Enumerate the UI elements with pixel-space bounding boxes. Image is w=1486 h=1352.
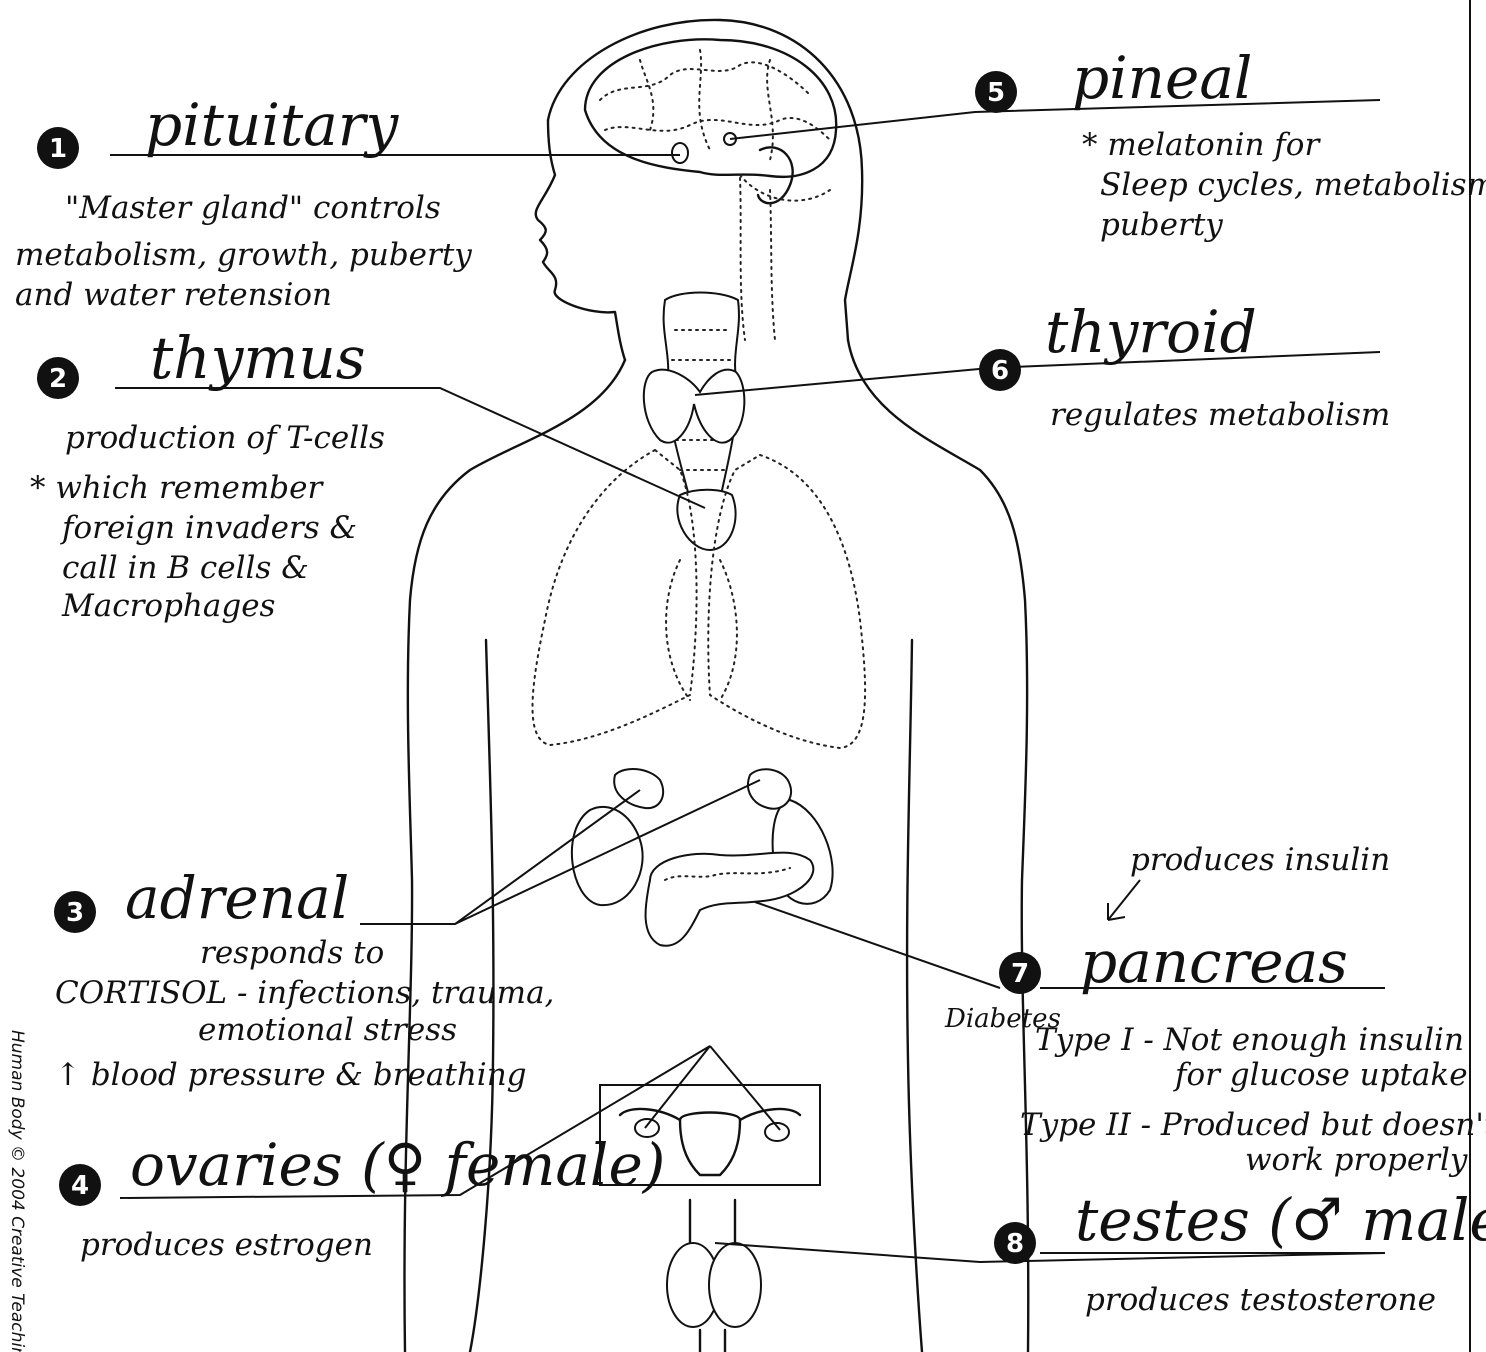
adrenal-note-3: emotional stress	[198, 1012, 457, 1048]
thymus-note-2: * which remember	[30, 470, 324, 506]
pituitary-note-3: and water retension	[15, 277, 332, 313]
thymus-note-4: call in B cells &	[62, 550, 309, 586]
badge-2-number: 2	[49, 364, 67, 394]
badge-5-number: 5	[987, 78, 1005, 108]
pancreas-drawing	[646, 853, 814, 946]
badge-7-number: 7	[1011, 959, 1029, 989]
testes-note-1: produces testosterone	[1085, 1282, 1436, 1318]
badge-3: 3	[54, 891, 96, 933]
pineal-note-1: * melatonin for	[1082, 127, 1321, 163]
badge-1-number: 1	[49, 134, 67, 164]
adrenal-note-2: CORTISOL - infections, trauma,	[55, 975, 554, 1011]
label-adrenal: 3 adrenal responds to CORTISOL - infecti…	[54, 864, 554, 1093]
thymus-title: thymus	[150, 324, 366, 392]
adrenal-note-4: ↑ blood pressure & breathing	[55, 1057, 527, 1093]
thymus-note-1: production of T-cells	[65, 420, 385, 456]
badge-6-number: 6	[991, 356, 1009, 386]
ovaries-note-1: produces estrogen	[80, 1227, 373, 1263]
badge-8-number: 8	[1006, 1229, 1024, 1259]
adrenal-note-1: responds to	[200, 935, 384, 971]
label-thymus: 2 thymus production of T-cells * which r…	[30, 324, 385, 624]
pancreas-title: pancreas	[1080, 928, 1348, 996]
badge-4-number: 4	[71, 1171, 89, 1201]
label-pineal: 5 pineal * melatonin for Sleep cycles, m…	[975, 44, 1486, 243]
copyright-text: Human Body © 2004 Creative Teaching P	[7, 1030, 27, 1352]
thyroid-title: thyroid	[1045, 298, 1257, 366]
badge-7: 7	[999, 952, 1041, 994]
badge-8: 8	[994, 1222, 1036, 1264]
adrenal-title: adrenal	[125, 864, 349, 932]
thyroid-note-1: regulates metabolism	[1050, 397, 1390, 433]
pituitary-note-1: "Master gland" controls	[65, 190, 441, 226]
label-pituitary: 1 pituitary "Master gland" controls meta…	[15, 91, 472, 313]
badge-3-number: 3	[66, 898, 84, 928]
badge-5: 5	[975, 71, 1017, 113]
pineal-note-3: puberty	[1100, 207, 1223, 243]
badge-1: 1	[37, 127, 79, 169]
pancreas-pre-note: produces insulin	[1130, 842, 1390, 878]
pancreas-note-1: Type I - Not enough insulin	[1035, 1022, 1464, 1058]
thymus-note-5: Macrophages	[61, 588, 275, 624]
pineal-title: pineal	[1072, 44, 1253, 112]
pancreas-arrow	[1108, 880, 1140, 920]
badge-6: 6	[979, 349, 1021, 391]
pituitary-note-2: metabolism, growth, puberty	[15, 237, 472, 273]
badge-4: 4	[59, 1164, 101, 1206]
pancreas-note-4: work properly	[1245, 1142, 1468, 1178]
pituitary-title: pituitary	[145, 91, 400, 159]
thymus-note-3: foreign invaders &	[60, 510, 357, 546]
label-pancreas: produces insulin 7 pancreas Diabetes Typ…	[944, 842, 1486, 1178]
pancreas-note-3: Type II - Produced but doesn't	[1020, 1107, 1486, 1143]
pineal-note-2: Sleep cycles, metabolism	[1100, 167, 1486, 203]
ovaries-title: ovaries (♀ female)	[130, 1131, 665, 1199]
pituitary-gland-drawing	[672, 143, 688, 163]
pancreas-note-2: for glucose uptake	[1173, 1057, 1468, 1093]
male-reproductive-drawing	[667, 1200, 761, 1352]
badge-2: 2	[37, 357, 79, 399]
label-ovaries: 4 ovaries (♀ female) produces estrogen	[59, 1131, 665, 1263]
testes-title: testes (♂ male)	[1075, 1186, 1486, 1254]
thyroid-trachea-drawing	[644, 293, 745, 501]
